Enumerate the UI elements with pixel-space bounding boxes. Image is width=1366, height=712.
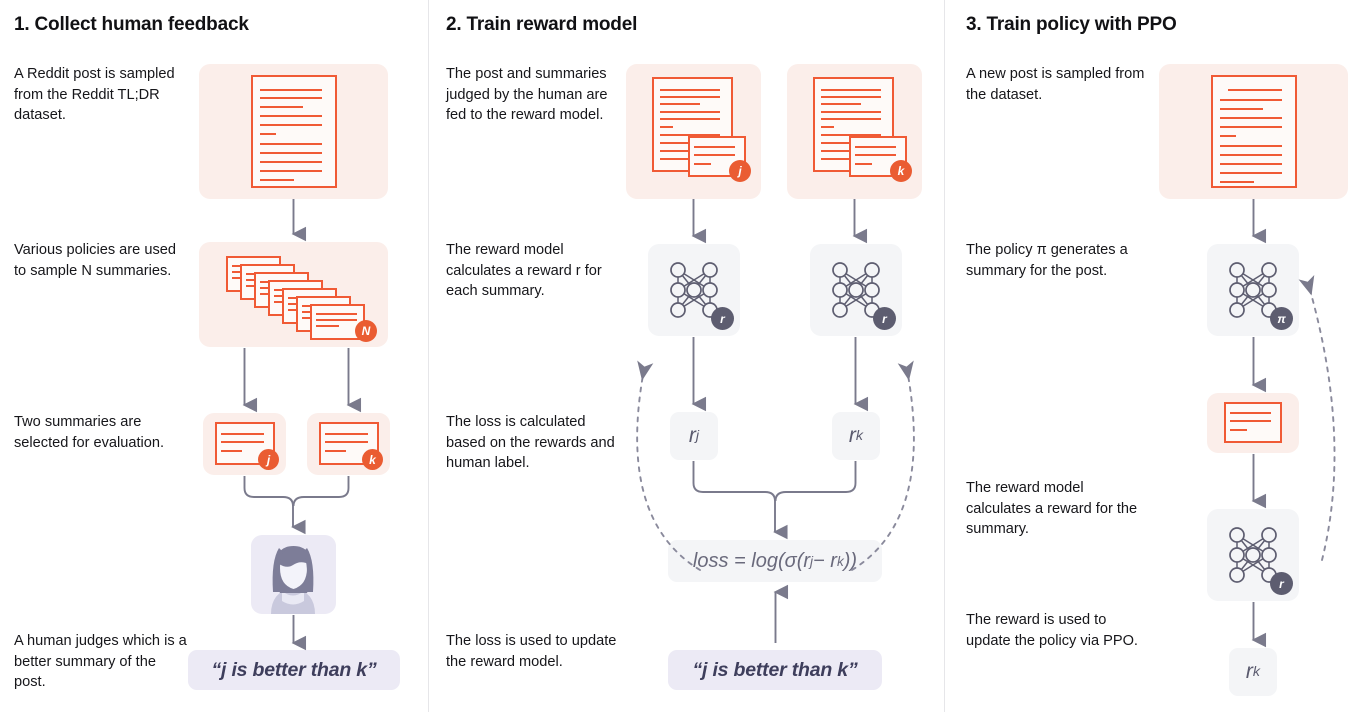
human-preference-label-2: “j is better than k” [668,650,882,690]
caption-1-1: A Reddit post is sampled from the Reddit… [14,66,175,123]
ppo-rk-symbol: r [1245,660,1253,683]
badge-ppo-reward: r [1270,572,1293,595]
column-divider-2 [944,0,945,712]
caption-1-2: Various policies are used to sample N su… [14,242,176,279]
column-divider-1 [428,0,429,712]
human-judge-card [251,535,336,614]
column-3-title: 3. Train policy with PPO [966,14,1177,35]
new-post-card [1159,64,1348,199]
caption-3-4: The reward is used to update the policy … [966,612,1138,649]
badge-doc-k: k [890,160,912,182]
loss-sub-k: k [836,553,844,569]
caption-2-4: The loss is used to update the reward mo… [446,633,617,670]
ppo-reward-model-card: r [1207,509,1299,601]
ppo-rk-subscript: k [1252,664,1261,680]
summary-j-card: j [203,413,286,475]
reward-model-right-card: r [810,244,902,336]
post-document-icon [251,75,337,188]
post-summary-j-card: j [626,64,761,199]
summary-k-card: k [307,413,390,475]
neural-network-icon [670,262,718,318]
badge-reward-right: r [873,307,896,330]
badge-policy-pi: π [1270,307,1293,330]
badge-summary-k: k [362,449,383,470]
badge-reward-left: r [711,307,734,330]
column-2-title: 2. Train reward model [446,14,638,35]
reward-model-left-card: r [648,244,740,336]
generated-summary-document-icon [1224,402,1282,443]
rj-symbol: r [688,424,696,447]
caption-3-2: The policy π generates a summary for the… [966,242,1128,279]
badge-summary-j: j [258,449,279,470]
human-avatar-icon [271,546,315,614]
summary-k-document-icon-2 [849,136,907,177]
rk-symbol: r [848,424,856,447]
badge-stack-n: N [355,320,377,342]
badge-doc-j: j [729,160,751,182]
caption-3-3: The reward model calculates a reward for… [966,480,1138,537]
neural-network-icon [832,262,880,318]
loss-formula-head: loss = log(σ(r [692,549,811,572]
column-1-title: 1. Collect human feedback [14,14,249,35]
rk-subscript: k [855,428,864,444]
loss-formula-tail: )) [843,549,858,572]
caption-3-1: A new post is sampled from the dataset. [966,66,1145,103]
new-post-document-icon [1211,75,1297,188]
caption-2-1: The post and summaries judged by the hum… [446,66,608,123]
caption-1-4: A human judges which is a better summary… [14,633,187,690]
loss-formula-mid: − r [813,549,837,572]
policy-model-card: π [1207,244,1299,336]
caption-2-2: The reward model calculates a reward r f… [446,242,602,299]
loss-sub-j: j [810,553,814,569]
caption-1-3: Two summaries are selected for evaluatio… [14,414,165,451]
rj-subscript: j [695,428,700,444]
summaries-stack-card: N [199,242,388,347]
post-summary-k-card: k [787,64,922,199]
human-preference-label-1: “j is better than k” [188,650,400,690]
generated-summary-card [1207,393,1299,453]
caption-2-3: The loss is calculated based on the rewa… [446,414,615,471]
reddit-post-card [199,64,388,199]
